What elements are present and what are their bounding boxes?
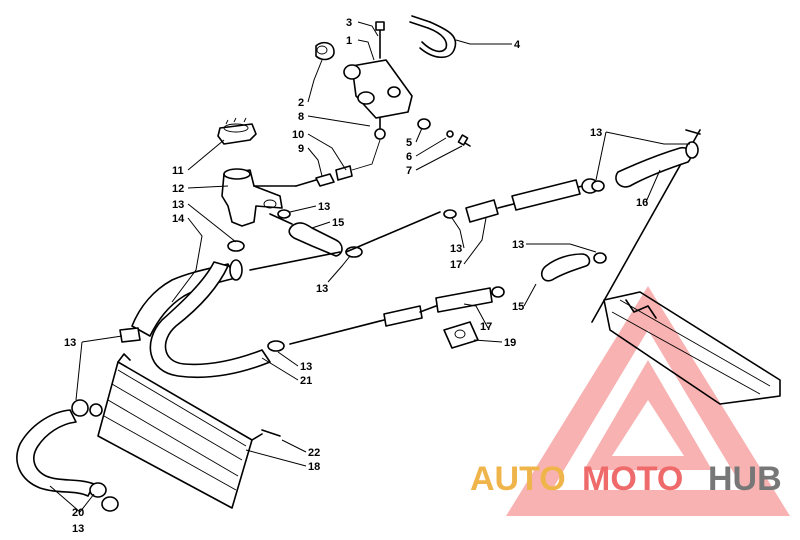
coolant-tube-upper (497, 178, 599, 211)
hose-clamp-upper (443, 199, 499, 223)
watermark-hub: HUB (708, 460, 782, 498)
callout-17-lower: 17 (480, 321, 492, 333)
callout-22: 22 (308, 447, 320, 459)
callout-13-mid-left: 13 (316, 283, 328, 295)
callout-4: 4 (514, 39, 521, 51)
callout-13-upper-hose: 13 (318, 201, 330, 213)
callout-17-upper: 17 (450, 259, 462, 271)
thermostat-housing (315, 41, 413, 119)
right-upper-hose (591, 129, 701, 192)
callout-14: 14 (172, 213, 185, 225)
watermark-moto: MOTO (582, 460, 683, 498)
callout-13-left-top: 13 (172, 199, 184, 211)
callout-8: 8 (298, 111, 304, 123)
coolant-tube-lower (289, 287, 493, 345)
callout-15-lower: 15 (512, 301, 524, 313)
callout-5: 5 (406, 137, 412, 149)
upper-bypass-hose (269, 209, 441, 258)
callout-3: 3 (346, 17, 352, 29)
callout-13-right-mid: 13 (512, 239, 524, 251)
callout-13-lower: 13 (300, 361, 312, 373)
radiator-outlet-hose (16, 399, 119, 512)
callout-13-mid: 13 (450, 243, 462, 255)
filler-neck (221, 168, 297, 227)
watermark-text: AUTO MOTO HUB (470, 460, 782, 498)
hose-clamp-left (119, 327, 141, 343)
radiator-cap (217, 117, 257, 145)
radiator-core (97, 353, 281, 509)
washer-and-screw (417, 118, 471, 147)
leader-lines (49, 21, 690, 513)
right-lower-hose (491, 252, 607, 298)
callout-6: 6 (406, 151, 412, 163)
callout-18: 18 (308, 461, 320, 473)
vent-hose (409, 15, 457, 59)
callout-19: 19 (504, 337, 516, 349)
callout-13-bottom: 13 (72, 523, 84, 535)
callout-13-right-top: 13 (590, 127, 602, 139)
bleeder-screw (375, 21, 385, 59)
callout-labels: 3 1 4 2 8 10 9 5 6 7 11 12 13 14 13 15 1… (64, 17, 648, 535)
callout-10: 10 (292, 129, 304, 141)
mounting-gasket (443, 321, 479, 349)
callout-7: 7 (406, 165, 412, 177)
callout-15-upper: 15 (332, 217, 344, 229)
watermark-auto: AUTO (470, 460, 566, 498)
watermark-logo-icon (506, 286, 790, 516)
callout-13-left: 13 (64, 337, 76, 349)
callout-9: 9 (298, 143, 304, 155)
callout-12: 12 (172, 183, 184, 195)
callout-11: 11 (172, 165, 184, 177)
callout-16: 16 (636, 197, 648, 209)
callout-2: 2 (298, 97, 304, 109)
lower-radiator-hose (149, 261, 285, 379)
callout-1: 1 (346, 35, 352, 47)
callout-21: 21 (300, 375, 312, 387)
o-ring-and-fittings (295, 117, 386, 187)
callout-20: 20 (72, 507, 84, 519)
